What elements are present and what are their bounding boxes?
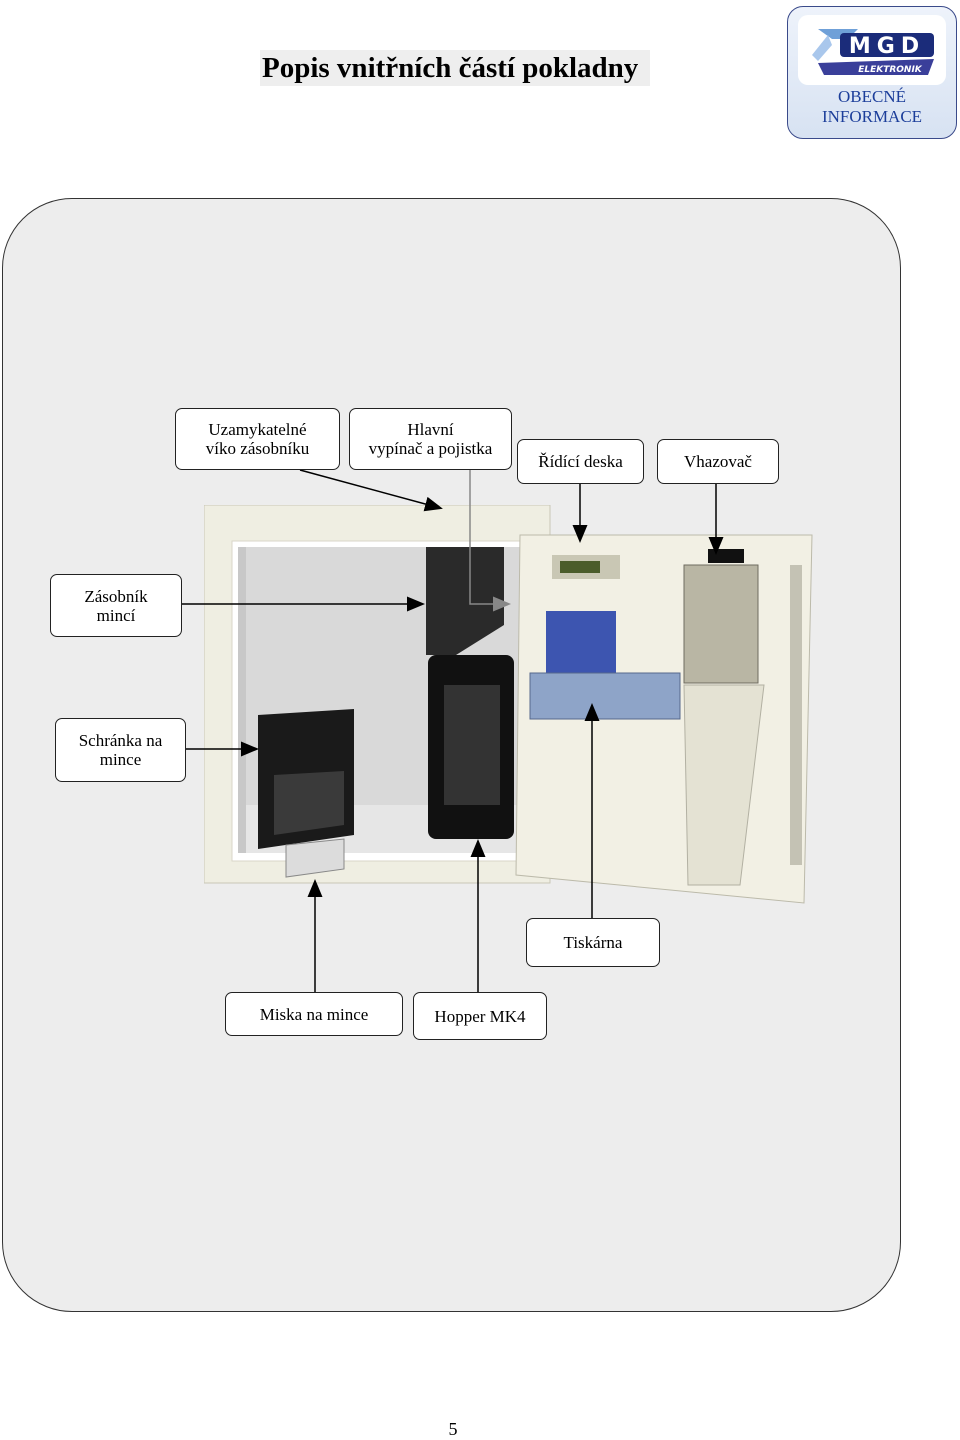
label-coin-storage: Zásobník mincí xyxy=(50,574,182,637)
mgd-logo-icon: MGD ELEKTRONIK xyxy=(812,29,934,75)
arrow-main-switch xyxy=(469,470,511,612)
label-coin-tray: Miska na mince xyxy=(225,992,403,1036)
label-control-board: Řídící deska xyxy=(517,439,644,484)
label-coin-acceptor: Vhazovač xyxy=(657,439,779,484)
printer xyxy=(529,672,681,720)
logo-badge: MGD ELEKTRONIK OBECNÉ INFORMACE xyxy=(787,6,957,139)
cash-register-photo xyxy=(204,505,813,904)
svg-text:ELEKTRONIK: ELEKTRONIK xyxy=(858,65,923,75)
printer-paper-holder xyxy=(546,611,616,681)
label-hopper: Hopper MK4 xyxy=(413,992,547,1040)
label-main-switch: Hlavní vypínač a pojistka xyxy=(349,408,512,470)
label-printer: Tiskárna xyxy=(526,918,660,967)
section-badge: OBECNÉ INFORMACE xyxy=(821,87,923,126)
coin-tray xyxy=(285,838,345,878)
page-title: Popis vnitřních částí pokladny xyxy=(260,50,650,86)
label-coin-box: Schránka na mince xyxy=(55,718,186,782)
svg-text:MGD: MGD xyxy=(849,34,925,59)
arrow-lockable-lid xyxy=(299,469,443,512)
coin-hopper-storage xyxy=(426,547,504,655)
label-lockable-lid: Uzamykatelné víko zásobníku xyxy=(175,408,340,470)
company-logo: MGD ELEKTRONIK xyxy=(798,15,946,85)
page-number: 5 xyxy=(448,1419,458,1439)
coin-acceptor xyxy=(683,564,759,684)
